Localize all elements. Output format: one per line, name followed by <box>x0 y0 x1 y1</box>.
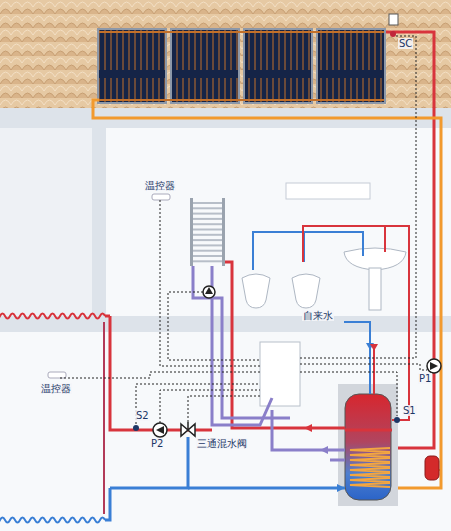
coil-winding <box>350 463 390 467</box>
label: P1 <box>418 373 432 384</box>
radiator-rung <box>193 260 222 262</box>
radiator-rung <box>193 255 222 257</box>
pump <box>203 286 215 298</box>
coil-winding <box>350 448 390 452</box>
mirror <box>286 183 370 199</box>
radiator-rung <box>193 229 222 231</box>
radiator-rung <box>193 244 222 246</box>
thermostat <box>48 372 66 378</box>
coil-winding <box>350 478 390 482</box>
floor-heating-pipe <box>0 314 105 319</box>
coil-winding <box>350 453 390 457</box>
radiator-rung <box>193 213 222 215</box>
solar-collectors <box>97 28 386 104</box>
label: 温控器 <box>40 383 72 394</box>
radiator-rung <box>193 234 222 236</box>
coil-winding <box>350 473 390 477</box>
coil-winding <box>350 483 390 487</box>
thermostat <box>152 194 170 200</box>
label: P2 <box>150 438 164 449</box>
air-vent <box>389 14 398 25</box>
expansion-vessel <box>425 456 439 480</box>
domestic-pipes <box>253 226 409 420</box>
radiator-rung <box>193 223 222 225</box>
radiator-rung <box>193 250 222 252</box>
label: 温控器 <box>144 180 176 191</box>
roof <box>0 0 451 108</box>
heating-pipes <box>105 262 392 520</box>
floor-heating-pipe <box>103 322 105 514</box>
storage-tank <box>345 394 391 500</box>
radiator-rung <box>193 239 222 241</box>
radiator-rung <box>193 202 222 204</box>
label: SC <box>398 38 413 49</box>
solar-controller <box>260 342 300 406</box>
floor-heating-loop <box>0 314 105 523</box>
tank-casing <box>338 384 398 506</box>
pump-p1 <box>427 359 441 373</box>
floor-heating-pipe <box>0 518 105 523</box>
pump-p2 <box>153 423 167 437</box>
radiator-rung <box>193 218 222 220</box>
sensor-s2 <box>133 425 139 431</box>
coil-winding <box>350 458 390 462</box>
label: 自来水 <box>302 310 334 321</box>
control-wiring <box>60 36 427 424</box>
sensor-s1 <box>394 417 400 423</box>
label: S1 <box>402 405 417 416</box>
label: 三通混水阀 <box>196 438 248 449</box>
radiator-rung <box>193 207 222 209</box>
label: S2 <box>135 410 150 421</box>
sanitary-fixtures <box>242 248 406 310</box>
solar-coil <box>350 448 390 487</box>
coil-winding <box>350 468 390 472</box>
towel-radiator <box>190 198 225 266</box>
